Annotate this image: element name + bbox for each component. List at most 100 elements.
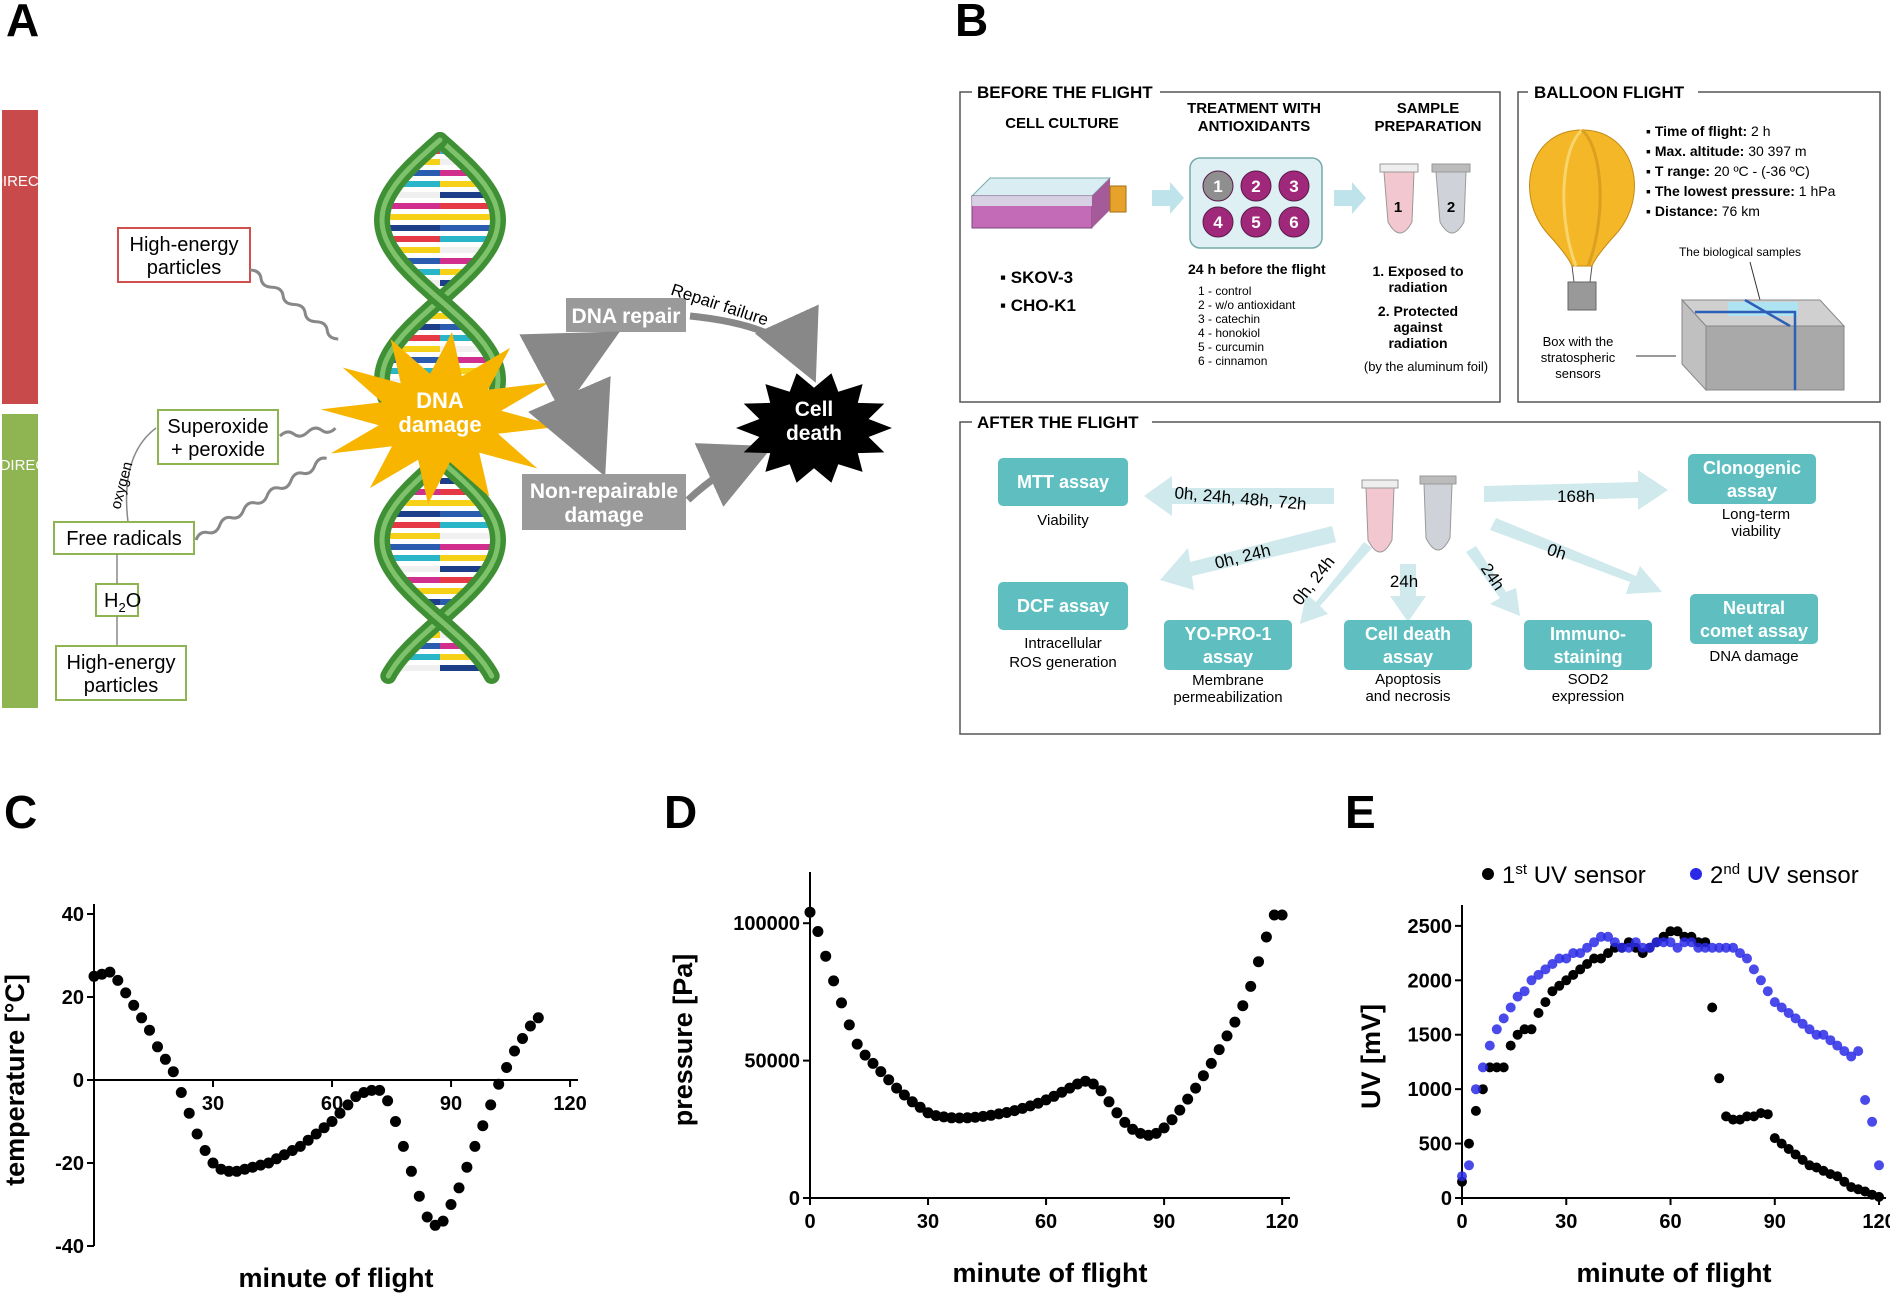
legend-label: 1st UV sensor (1502, 861, 1646, 889)
hep-top-text-2: particles (147, 257, 221, 279)
data-point (1554, 980, 1565, 991)
dna-repair-box (566, 298, 686, 332)
line-skov-text: SKOV-3 (1011, 268, 1073, 287)
well-label: 2 (1251, 177, 1260, 196)
after-arrows (1144, 470, 1668, 624)
data-point (1575, 948, 1586, 959)
flight-param-label: ▪ Distance: (1646, 203, 1718, 219)
data-point (366, 1084, 378, 1096)
line-cho-text: CHO-K1 (1011, 296, 1076, 315)
x-axis-title: minute of flight (953, 1258, 1148, 1288)
protected-3: radiation (1388, 335, 1447, 351)
immuno-sub-1: SOD2 (1568, 671, 1609, 688)
legend-label-sup: nd (1723, 861, 1740, 878)
data-point (1700, 942, 1711, 953)
data-point (191, 1128, 203, 1140)
data-point (223, 1165, 235, 1177)
flight-param: ▪ Distance: 76 km (1646, 203, 1760, 219)
line-skov: ▪ SKOV-3 (1000, 268, 1073, 287)
data-point (1776, 1138, 1787, 1149)
data-point (843, 1019, 855, 1031)
panel-b: BEFORE THE FLIGHT CELL CULTURE TREATMENT… (959, 82, 1881, 735)
data-point (104, 966, 116, 978)
data-point (1166, 1114, 1178, 1126)
data-point (1846, 1051, 1857, 1062)
data-point (1665, 937, 1676, 948)
treatment-item: 3 - catechin (1198, 312, 1260, 326)
direct-text: DIRECT (0, 173, 48, 190)
data-point (1755, 975, 1766, 986)
flight-param-value: 20 ºC - (-36 ºC) (1710, 163, 1810, 179)
data-point (1762, 1109, 1773, 1120)
data-point (1464, 1160, 1474, 1171)
data-point (1582, 942, 1593, 953)
mtt-sub: Viability (1037, 512, 1089, 529)
data-point (1582, 959, 1593, 969)
data-point (1783, 1008, 1794, 1018)
panel-label-c: C (4, 786, 37, 838)
data-point (509, 1045, 520, 1057)
data-point (1276, 909, 1288, 921)
after-tube-1 (1361, 479, 1399, 553)
data-point (1742, 953, 1752, 964)
x-tick-label: 0 (804, 1211, 815, 1233)
data-point (1748, 964, 1759, 975)
hep-top-text-1: High-energy (130, 234, 239, 256)
data-point (1457, 1171, 1467, 1182)
hep-bottom-text-2: particles (84, 675, 158, 697)
hep-top-box (117, 227, 251, 283)
nonrep-text-1: Non-repairable (530, 480, 678, 503)
well-3 (1278, 170, 1310, 202)
well-label: 5 (1251, 213, 1260, 232)
data-point (1505, 1002, 1516, 1013)
data-point (1707, 942, 1718, 953)
data-point (1526, 1024, 1537, 1035)
data-point (183, 1107, 195, 1119)
data-point (1874, 1160, 1884, 1171)
free-radicals-box (53, 521, 195, 555)
data-point (405, 1165, 417, 1177)
mtt-box (998, 458, 1128, 506)
data-point (1561, 953, 1572, 964)
data-point (851, 1038, 863, 1050)
clonogenic-box (1688, 454, 1816, 504)
data-point (1672, 926, 1683, 937)
data-point (1111, 1107, 1123, 1119)
y-tick-label: 20 (62, 987, 84, 1009)
well-label: 4 (1213, 213, 1223, 232)
arrow-to-nonrep (528, 376, 611, 477)
immuno-label-2: staining (1553, 647, 1622, 667)
superoxide-box (157, 409, 279, 465)
data-point (112, 974, 124, 986)
flight-param: ▪ Max. altitude: 30 397 m (1646, 143, 1807, 159)
data-point (1839, 1176, 1850, 1187)
data-point (532, 1012, 544, 1024)
water-h: H (104, 590, 118, 612)
flight-params: ▪ Time of flight: 2 h▪ Max. altitude: 30… (1646, 123, 1836, 219)
data-point (1470, 1105, 1481, 1116)
flight-param-label: ▪ The lowest pressure: (1646, 183, 1795, 199)
data-point (1253, 956, 1264, 968)
data-point (1470, 1084, 1481, 1095)
data-point (1603, 948, 1613, 959)
y-tick-label: 40 (62, 904, 84, 926)
celldeath-time: 24h (1390, 572, 1418, 591)
clonogenic-label-1: Clonogenic (1703, 458, 1801, 478)
y-tick-label: 2500 (1408, 916, 1453, 938)
nonrep-text-2: damage (564, 504, 643, 527)
data-point (1874, 1191, 1884, 1202)
clonogenic-label-2: assay (1727, 481, 1777, 501)
data-point (1728, 942, 1739, 953)
data-point (1174, 1104, 1186, 1116)
data-point (302, 1134, 314, 1146)
data-point (1505, 1040, 1516, 1051)
chart-uv: 050010001500200025000306090120minute of … (1356, 861, 1890, 1288)
comet-label-1: Neutral (1723, 598, 1785, 618)
indirect-label: INDIRECT (0, 457, 55, 474)
flight-param-label: ▪ Max. altitude: (1646, 143, 1744, 159)
flight-param: ▪ T range: 20 ºC - (-36 ºC) (1646, 163, 1810, 179)
y-tick-label: 2000 (1408, 970, 1453, 992)
